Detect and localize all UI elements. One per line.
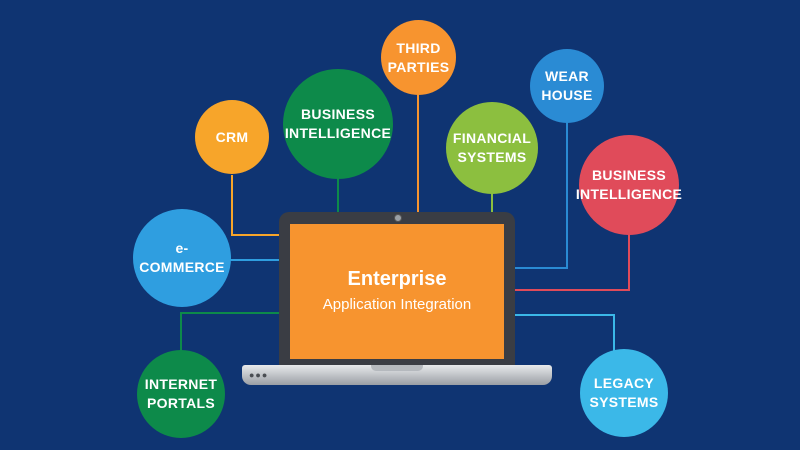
connector-legacy [515, 314, 615, 355]
screen-subtitle: Application Integration [322, 296, 472, 313]
webcam-icon [394, 214, 402, 222]
laptop-screen [290, 224, 504, 359]
laptop-indicator-lights: ●●● [249, 370, 269, 380]
node-wear-house: WEAR HOUSE [530, 49, 604, 123]
node-wear-label-line1: WEAR [545, 68, 589, 84]
connector-bi2 [515, 232, 630, 291]
laptop-notch [371, 365, 423, 371]
node-third-label-line2: PARTIES [387, 58, 450, 75]
connector-wear [515, 118, 568, 269]
node-crm-label: CRM [215, 128, 249, 145]
node-legacy-label-line1: LEGACY [593, 375, 655, 391]
node-business-intelligence-2: BUSINESS INTELLIGENCE [575, 135, 683, 235]
node-legacy-systems: LEGACY SYSTEMS [580, 349, 668, 437]
node-wear-label-line2: HOUSE [541, 87, 593, 103]
node-fin-label-line2: SYSTEMS [457, 149, 527, 165]
node-legacy-label-line2: SYSTEMS [589, 394, 659, 410]
node-portals-label-line2: PORTALS [147, 395, 215, 411]
node-portals-label-line1: INTERNET [144, 376, 218, 392]
node-third-label-line1: THIRD [396, 39, 441, 56]
node-financial-systems: FINANCIAL SYSTEMS [446, 102, 538, 194]
node-fin-label-line1: FINANCIAL [452, 130, 532, 146]
node-crm: CRM [195, 100, 269, 174]
node-internet-portals: INTERNET PORTALS [137, 350, 225, 438]
connector-portals [180, 312, 279, 355]
node-third-parties: THIRD PARTIES [381, 20, 456, 95]
node-ecom-label-line2: COMMERCE [139, 259, 225, 275]
connector-crm [231, 175, 279, 236]
node-e-commerce: e- COMMERCE [133, 209, 231, 307]
node-bi1-label-line1: BUSINESS [301, 106, 375, 122]
node-bi1-label-line2: INTELLIGENCE [284, 125, 392, 141]
screen-title: Enterprise [347, 268, 447, 290]
node-bi2-label-line2: INTELLIGENCE [575, 186, 683, 202]
node-ecom-label-line1: e- [175, 240, 189, 256]
node-bi2-label-line1: BUSINESS [592, 167, 666, 183]
laptop-base [242, 365, 552, 385]
node-business-intelligence-1: BUSINESS INTELLIGENCE [283, 69, 393, 179]
